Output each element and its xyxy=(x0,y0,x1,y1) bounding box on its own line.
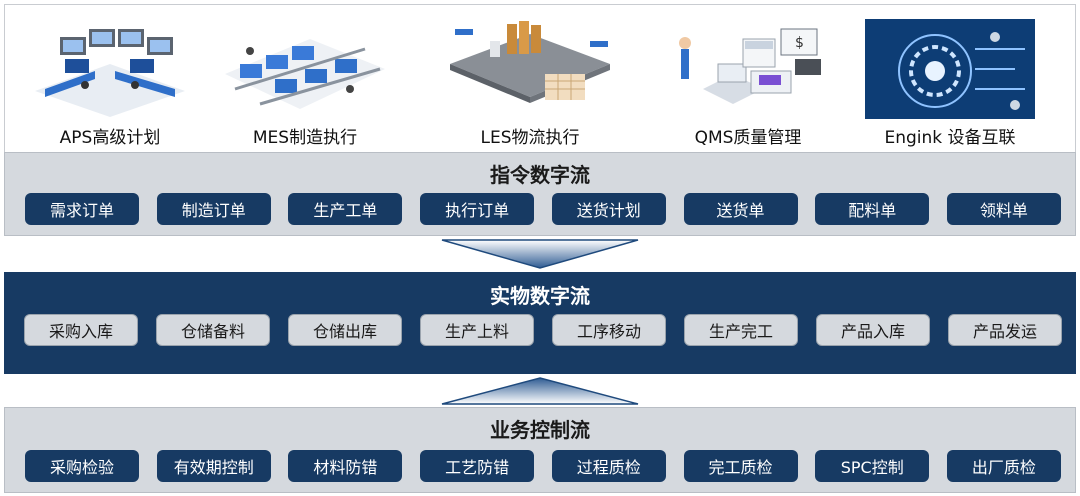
physical-flow-items: 采购入库 仓储备料 仓储出库 生产上料 工序移动 生产完工 产品入库 产品发运 xyxy=(24,314,1062,346)
flow-item: 执行订单 xyxy=(420,193,535,225)
flow-item: 过程质检 xyxy=(551,450,666,482)
system-label: QMS质量管理 xyxy=(694,128,802,148)
instruction-flow-items: 需求订单 制造订单 生产工单 执行订单 送货计划 送货单 配料单 领料单 xyxy=(25,193,1061,225)
flow-item: 工序移动 xyxy=(552,314,666,346)
flow-item: 制造订单 xyxy=(156,193,271,225)
system-label: Engink 设备互联 xyxy=(884,128,1016,148)
flow-item: 领料单 xyxy=(946,193,1061,225)
flow-item: 出厂质检 xyxy=(946,450,1061,482)
business-control-flow-title: 业务控制流 xyxy=(490,418,590,442)
flow-item: 采购检验 xyxy=(25,450,139,482)
flow-item: 生产工单 xyxy=(288,193,403,225)
system-mes: MES制造执行 xyxy=(210,13,400,148)
quality-inspection-icon: $ xyxy=(679,28,821,104)
system-qms: $ QMS质量管理 xyxy=(653,13,843,148)
instruction-flow-title: 指令数字流 xyxy=(490,163,590,187)
flow-item: 需求订单 xyxy=(25,193,139,225)
systems-panel: APS高级计划 MES制造执行 xyxy=(4,4,1076,152)
flow-item: 工艺防错 xyxy=(420,450,535,482)
flow-item: 配料单 xyxy=(815,193,930,225)
down-arrow-icon xyxy=(441,239,639,269)
svg-text:$: $ xyxy=(795,35,804,51)
system-label: LES物流执行 xyxy=(480,128,580,148)
flow-item: 生产完工 xyxy=(684,314,798,346)
production-line-icon xyxy=(225,39,385,109)
flow-item: 仓储出库 xyxy=(288,314,402,346)
system-aps: APS高级计划 xyxy=(15,13,205,148)
physical-flow-band: 实物数字流 采购入库 仓储备料 仓储出库 生产上料 工序移动 生产完工 产品入库… xyxy=(4,272,1076,374)
flow-item: 产品入库 xyxy=(816,314,930,346)
instruction-flow-band: 指令数字流 需求订单 制造订单 生产工单 执行订单 送货计划 送货单 配料单 领… xyxy=(4,152,1076,236)
flow-item: 生产上料 xyxy=(420,314,534,346)
flow-item: 产品发运 xyxy=(948,314,1062,346)
system-label: MES制造执行 xyxy=(252,128,358,148)
business-control-flow-items: 采购检验 有效期控制 材料防错 工艺防错 过程质检 完工质检 SPC控制 出厂质… xyxy=(25,450,1061,482)
flow-item: 有效期控制 xyxy=(156,450,271,482)
device-connect-icon xyxy=(865,19,1035,119)
flow-item: 送货计划 xyxy=(551,193,666,225)
business-control-flow-band: 业务控制流 采购检验 有效期控制 材料防错 工艺防错 过程质检 完工质检 SPC… xyxy=(4,407,1076,493)
system-les: LES物流执行 xyxy=(435,13,625,148)
flow-item: 送货单 xyxy=(683,193,798,225)
flow-item: SPC控制 xyxy=(815,450,930,482)
system-engink: Engink 设备互联 xyxy=(855,13,1045,148)
control-room-icon xyxy=(35,29,185,117)
flow-item: 采购入库 xyxy=(24,314,138,346)
physical-flow-title: 实物数字流 xyxy=(490,284,590,308)
up-arrow-icon xyxy=(441,377,639,405)
flow-item: 仓储备料 xyxy=(156,314,270,346)
system-label: APS高级计划 xyxy=(59,128,161,148)
warehouse-icon xyxy=(450,21,610,103)
flow-item: 完工质检 xyxy=(683,450,798,482)
flow-item: 材料防错 xyxy=(288,450,403,482)
